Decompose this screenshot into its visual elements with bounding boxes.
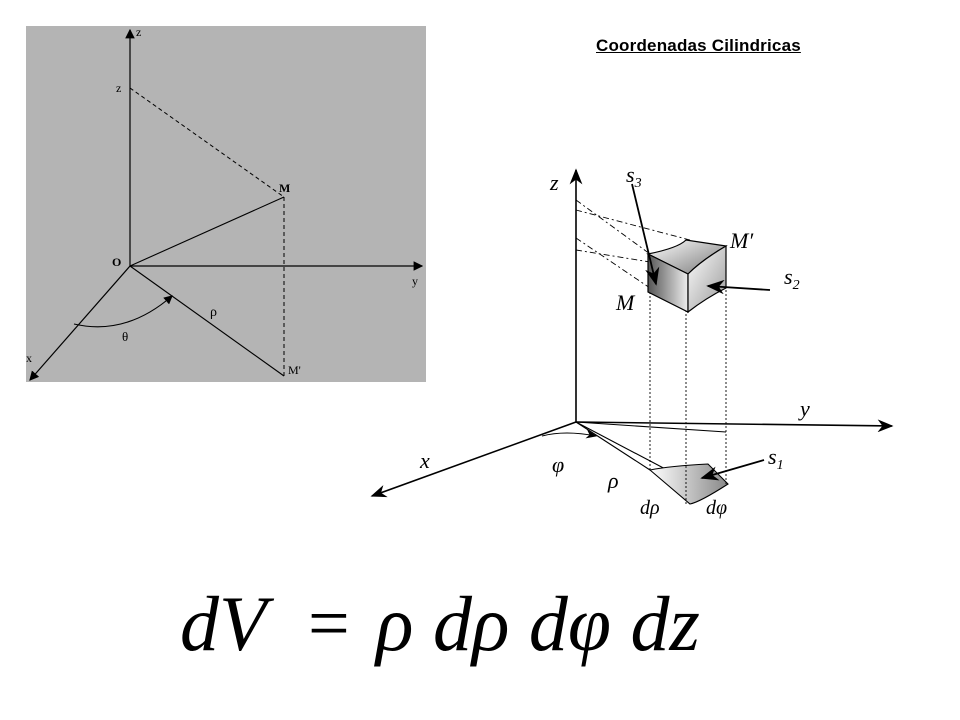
z-axis-label: z xyxy=(136,26,141,39)
formula-lhs: dV xyxy=(180,580,275,667)
page-title: Coordenadas Cilindricas xyxy=(596,36,801,55)
dash-line-4 xyxy=(575,249,651,263)
theta-arc xyxy=(73,295,173,328)
x-axis-3d xyxy=(370,421,577,498)
volume-element-diagram: z y x s3 s2 s1 M′ M φ ρ dρ dφ xyxy=(360,150,920,535)
rho-label: ρ xyxy=(210,305,217,320)
point-m-prime-label: M' xyxy=(288,363,301,377)
s1-arrow xyxy=(700,459,765,481)
volume-formula: dV = ρ dρ dφ dz xyxy=(180,580,700,667)
om-line xyxy=(129,196,285,267)
rho-3d-label: ρ xyxy=(607,468,619,493)
z-axis-3d-label: z xyxy=(549,170,559,195)
d-phi-label: dφ xyxy=(706,497,727,519)
phi-arc xyxy=(541,429,598,439)
formula-equals: = xyxy=(308,583,350,665)
s3-label: s3 xyxy=(626,162,642,191)
theta-label: θ xyxy=(122,329,128,344)
s3-arrow xyxy=(631,183,660,286)
base-radial-line-3 xyxy=(575,421,727,433)
point-m-label: M xyxy=(279,181,290,195)
y-axis-3d-label: y xyxy=(798,396,810,421)
cylindrical-coordinates-diagram: z z O y x M M' ρ θ xyxy=(26,26,426,382)
x-axis-label: x xyxy=(26,351,32,365)
s2-label: s2 xyxy=(784,264,800,293)
dash-line-1 xyxy=(575,199,651,255)
left-diagram-svg: z z O y x M M' ρ θ xyxy=(26,26,424,381)
x-axis xyxy=(29,265,131,381)
base-radial-line-1 xyxy=(575,421,651,471)
dash-line-2 xyxy=(575,209,691,241)
d-rho-label: dρ xyxy=(640,497,660,519)
y-axis-3d xyxy=(575,419,894,433)
y-axis-label: y xyxy=(412,274,418,288)
om-prime-line xyxy=(129,265,285,377)
right-diagram-svg: z y x s3 s2 s1 M′ M φ ρ dρ dφ xyxy=(370,162,894,519)
origin-label: O xyxy=(112,255,121,269)
x-axis-3d-label: x xyxy=(419,448,430,473)
z-dashed-line xyxy=(129,87,285,198)
dash-line-3 xyxy=(575,237,651,289)
m-label: M xyxy=(615,290,636,315)
s1-label: s1 xyxy=(768,444,784,473)
phi-label: φ xyxy=(552,452,564,477)
s2-arrow xyxy=(706,279,771,295)
m-prime-label: M′ xyxy=(729,228,754,253)
formula-rhs: ρ dρ dφ dz xyxy=(374,580,700,667)
z-tick-label: z xyxy=(116,81,121,95)
